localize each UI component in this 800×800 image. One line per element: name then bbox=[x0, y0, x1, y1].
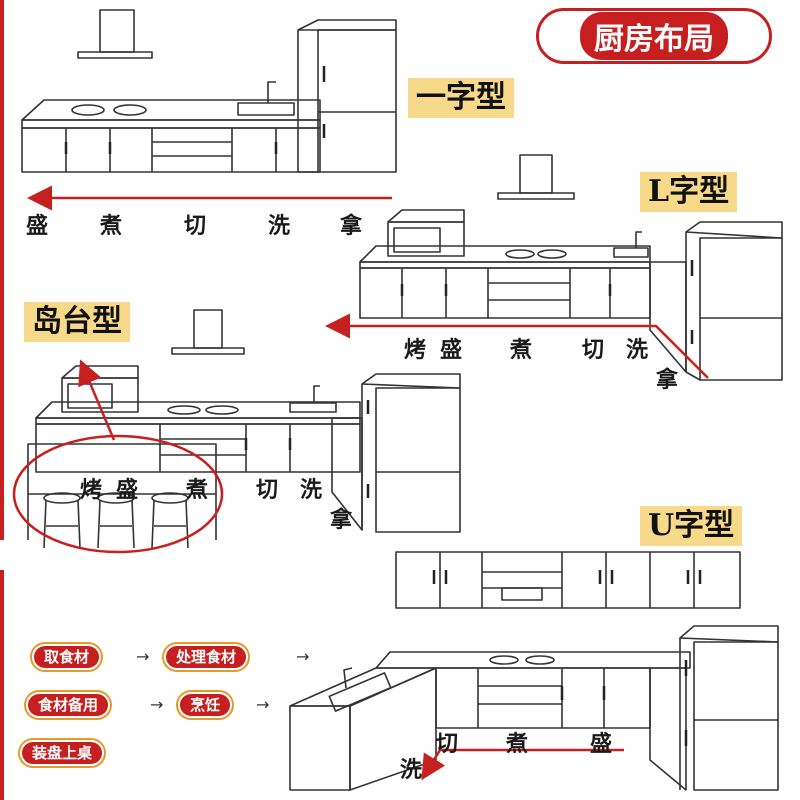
island-highlight-circle bbox=[12, 434, 224, 554]
workflow-step: 处理食材 bbox=[162, 642, 251, 672]
one-line-step: 切 bbox=[184, 214, 207, 239]
workflow-step-label: 装盘上桌 bbox=[22, 742, 103, 764]
island-step: 切 bbox=[256, 478, 279, 503]
l-shape-step: 盛 bbox=[440, 338, 463, 363]
workflow-step: 食材备用 bbox=[24, 690, 113, 720]
page-title: 厨房布局 bbox=[580, 12, 728, 60]
left-red-border-bottom bbox=[0, 570, 4, 800]
workflow-arrow: → bbox=[296, 647, 310, 666]
u-shape-step: 洗 bbox=[400, 758, 423, 783]
u-shape-flow-arrow bbox=[421, 748, 624, 781]
island-step: 拿 bbox=[330, 508, 353, 533]
u-shape-step: 切 bbox=[436, 732, 459, 757]
u-shape-kitchen bbox=[289, 625, 779, 791]
l-shape-step: 烤 bbox=[404, 338, 427, 363]
left-red-border-top bbox=[0, 0, 4, 540]
one-line-step: 盛 bbox=[26, 214, 49, 239]
l-shape-step: 切 bbox=[582, 338, 605, 363]
workflow-arrow: → bbox=[256, 695, 270, 714]
layout-tag-l-shape: L字型 bbox=[640, 172, 738, 212]
island-step: 盛 bbox=[116, 478, 139, 503]
u-shape-step: 盛 bbox=[590, 732, 613, 757]
layout-tag-one-line: 一字型 bbox=[408, 78, 514, 118]
island-step: 洗 bbox=[300, 478, 323, 503]
one-line-step: 洗 bbox=[268, 214, 291, 239]
workflow-step-label: 取食材 bbox=[34, 646, 100, 668]
workflow-step: 取食材 bbox=[30, 642, 104, 672]
island-pointer-arrow bbox=[78, 359, 116, 441]
workflow-step-label: 处理食材 bbox=[166, 646, 247, 668]
one-line-step: 煮 bbox=[100, 214, 123, 239]
l-shape-step: 洗 bbox=[626, 338, 649, 363]
l-shape-kitchen bbox=[359, 154, 783, 381]
island-kitchen bbox=[27, 309, 461, 549]
l-shape-step: 煮 bbox=[510, 338, 533, 363]
l-shape-flow-arrow bbox=[325, 313, 709, 379]
workflow-step-label: 烹饪 bbox=[180, 694, 231, 716]
u-shape-step: 煮 bbox=[506, 732, 529, 757]
u-shape-wall-cabinets bbox=[395, 551, 741, 609]
workflow-step: 装盘上桌 bbox=[18, 738, 107, 768]
island-step: 煮 bbox=[186, 478, 209, 503]
layout-tag-island: 岛台型 bbox=[24, 302, 130, 342]
workflow-step: 烹饪 bbox=[176, 690, 235, 720]
layout-tag-u-shape: U字型 bbox=[640, 506, 743, 546]
workflow-arrow: → bbox=[150, 695, 164, 714]
workflow-arrow: → bbox=[136, 647, 150, 666]
one-line-step: 拿 bbox=[340, 214, 363, 239]
one-line-kitchen bbox=[21, 9, 397, 173]
workflow-step-label: 食材备用 bbox=[28, 694, 109, 716]
title-badge: 厨房布局 bbox=[536, 8, 772, 64]
l-shape-step: 拿 bbox=[656, 368, 679, 393]
island-step: 烤 bbox=[80, 478, 103, 503]
